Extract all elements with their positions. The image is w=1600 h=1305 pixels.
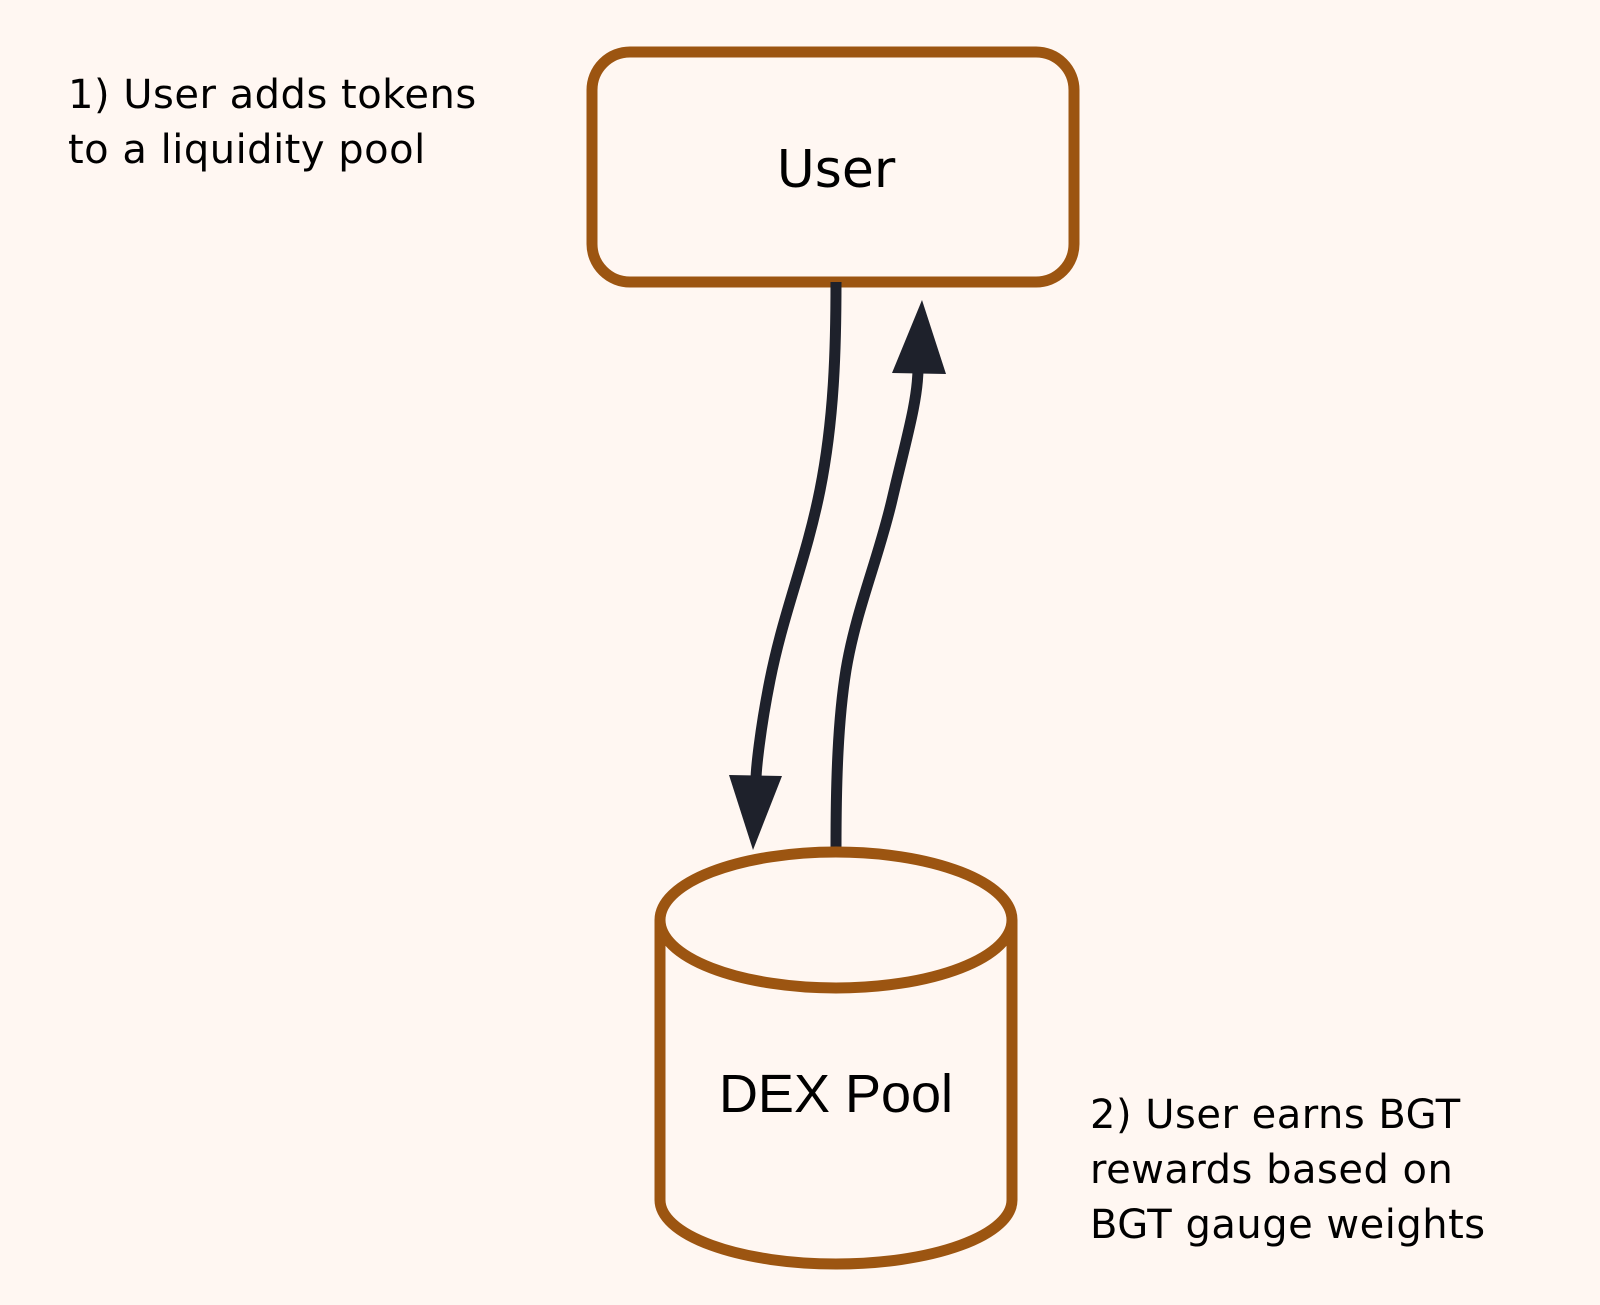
- dex-pool-label: DEX Pool: [719, 1064, 953, 1124]
- arrow-pool-to-user-line: [830, 367, 924, 849]
- dex-pool-top: [654, 846, 1018, 994]
- arrow-up-head-icon: [892, 300, 946, 374]
- dex-pool-node[interactable]: DEX Pool: [654, 846, 1018, 1270]
- user-node-label: User: [777, 140, 896, 200]
- arrow-user-to-pool: [729, 281, 842, 850]
- arrow-down-head-icon: [729, 775, 782, 850]
- step-1-annotation: 1) User adds tokens to a liquidity pool: [68, 72, 477, 173]
- dex-pool-body: [654, 920, 1018, 1270]
- user-node[interactable]: User: [586, 46, 1080, 288]
- step-2-annotation: 2) User earns BGT rewards based on BGT g…: [1090, 1092, 1486, 1248]
- arrow-user-to-pool-line: [750, 281, 842, 781]
- arrow-pool-to-user: [830, 300, 946, 849]
